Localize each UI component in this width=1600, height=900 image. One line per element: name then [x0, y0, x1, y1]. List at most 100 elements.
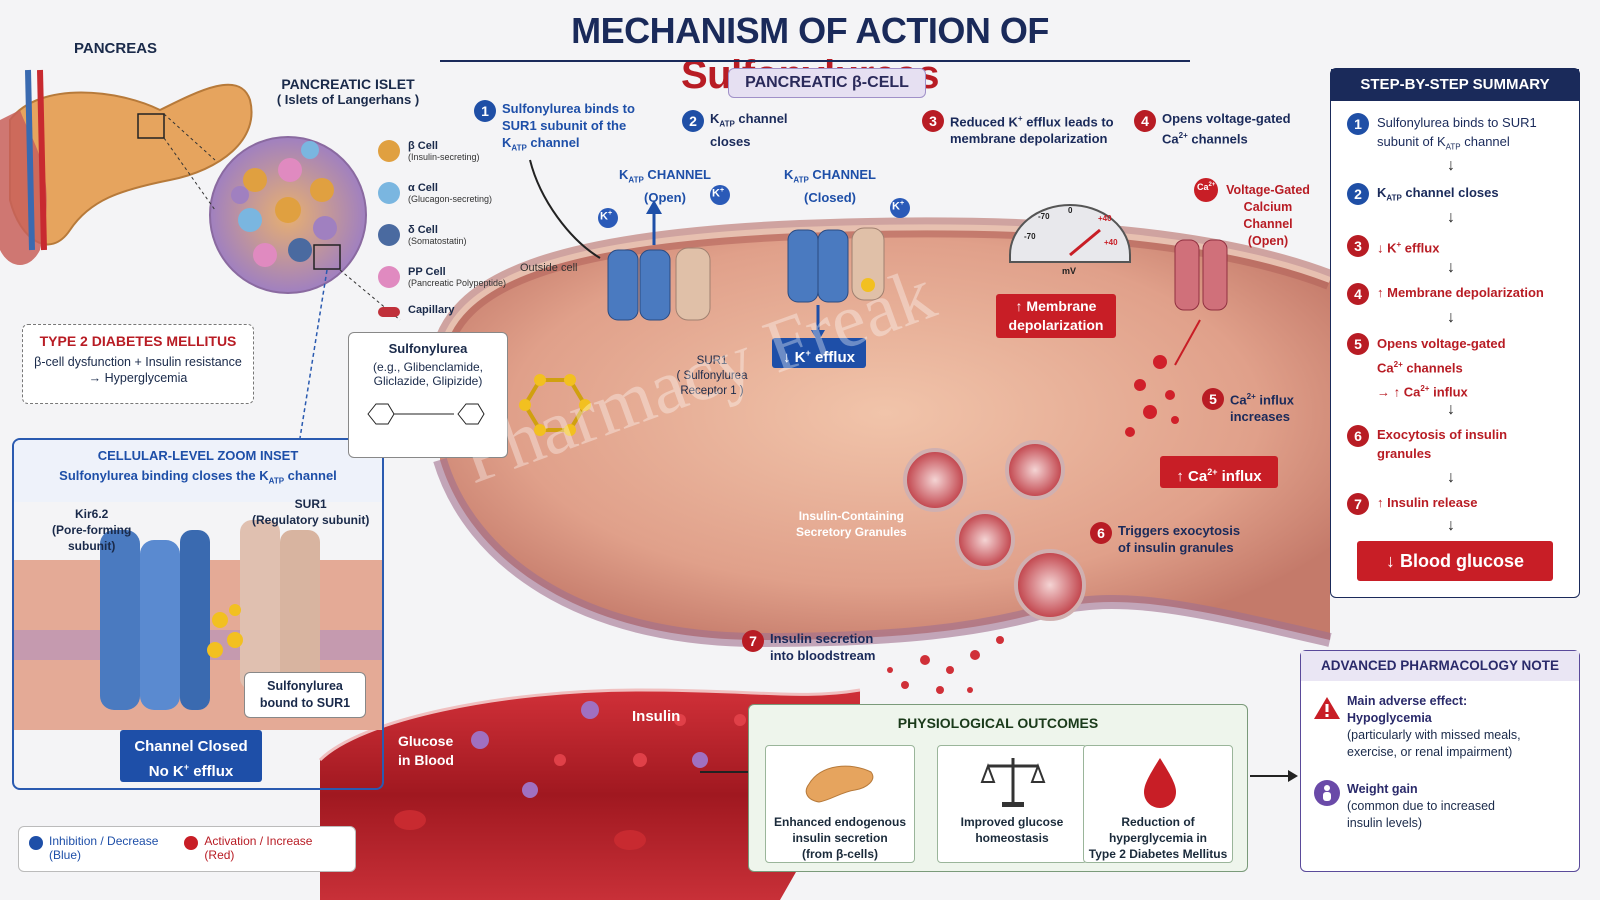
- summary-arrow-5: ↓: [1447, 401, 1455, 418]
- pancreas-icon: [805, 765, 874, 803]
- outcomes-title: PHYSIOLOGICAL OUTCOMES: [897, 715, 1099, 731]
- step-3: 3 Reduced K+ efflux leads to membrane de…: [922, 110, 1114, 147]
- granules-illustration: [903, 440, 1086, 621]
- sulfonylurea-ex1: (e.g., Glibenclamide,: [372, 360, 484, 374]
- islet-legend-delta: δ Cell(Somatostatin): [378, 224, 467, 246]
- outcomes-panel: PHYSIOLOGICAL OUTCOMES Enhanced endogeno…: [748, 704, 1248, 872]
- legend-inhibition: Inhibition / Decrease(Blue): [29, 834, 158, 864]
- step-2: 2 KATP channel closes: [682, 110, 788, 150]
- islet-legend-capillary: Capillary: [378, 304, 454, 317]
- insulin-label: Insulin: [632, 708, 681, 725]
- summary-step-2: 2 KATP channel closes: [1347, 183, 1499, 208]
- sur1-receptor-label: SUR1 ( Sulfonylurea Receptor 1 ): [676, 355, 748, 397]
- islet-legend-beta: β Cell(Insulin-secreting): [378, 140, 480, 162]
- zoom-inset: CELLULAR-LEVEL ZOOM INSET Sulfonylurea b…: [12, 438, 384, 790]
- islet-legend: β Cell(Insulin-secreting) α Cell(Glucago…: [378, 140, 518, 320]
- pancreas-illustration: [0, 69, 253, 265]
- k-ion-label-1: K+: [600, 210, 613, 223]
- summary-panel: STEP-BY-STEP SUMMARY 1 Sulfonylurea bind…: [1330, 68, 1580, 598]
- islet-illustration: [163, 113, 401, 439]
- summary-arrow-6: ↓: [1447, 469, 1455, 486]
- beta-cell-icon: [378, 140, 400, 162]
- pp-cell-icon: [378, 266, 400, 288]
- k-ion-label-2: K+: [712, 187, 725, 200]
- calcium-dots: [1125, 355, 1179, 437]
- vgcc-illustration: [1174, 178, 1228, 366]
- k-efflux-badge: ↓ K+ efflux: [772, 338, 866, 368]
- outside-cell-label: Outside cell: [520, 262, 578, 274]
- katp-open-channel-illustration: [598, 185, 730, 321]
- delta-cell-icon: [378, 224, 400, 246]
- granules-label: Insulin-Containing Secretory Granules: [796, 509, 907, 539]
- ca-influx-badge: ↑ Ca2+ influx: [1160, 456, 1278, 488]
- islet-legend-pp: PP Cell(Pancreatic Polypeptide): [378, 266, 506, 288]
- sulfonylurea-title: Sulfonylurea: [388, 341, 468, 356]
- summary-arrow-3: ↓: [1447, 259, 1455, 276]
- vgcc-label: Voltage-Gated Calcium Channel (Open): [1226, 183, 1310, 248]
- step-5-cell: 5 Ca2+ influx increases: [1202, 388, 1294, 425]
- blue-dot-icon: [29, 836, 43, 850]
- beta-cell-banner: PANCREATIC β-CELL: [728, 68, 926, 98]
- k-ion-label-3: K+: [892, 200, 905, 213]
- t2dm-line2: → Hyperglycemia: [88, 371, 188, 385]
- t2dm-box: TYPE 2 DIABETES MELLITUS β-cell dysfunct…: [22, 324, 254, 404]
- step-7-cell: 7 Insulin secretion into bloodstream: [742, 630, 875, 664]
- alpha-cell-icon: [378, 182, 400, 204]
- red-dot-icon: [184, 836, 199, 850]
- pharmacology-note: ADVANCED PHARMACOLOGY NOTE Main adverse …: [1300, 650, 1580, 872]
- islet-title-block: PANCREATIC ISLET ( Islets of Langerhans …: [268, 76, 428, 107]
- blood-glucose-badge: ↓ Blood glucose: [1357, 541, 1553, 581]
- sulfonylurea-structure-icon: [367, 403, 485, 425]
- insulin-release-dots: [887, 636, 1004, 694]
- vgcc-ion-label: Ca2+: [1197, 182, 1216, 192]
- sulfonylurea-ex2: Gliclazide, Glipizide): [373, 374, 483, 388]
- step-1: 1 Sulfonylurea binds to SUR1 subunit of …: [474, 100, 635, 157]
- katp-closed-channel-illustration: [787, 198, 910, 342]
- outcome-glucose-homeostasis: Improved glucose homeostasis: [937, 745, 1087, 863]
- summary-step-7: 7 ↑ Insulin release: [1347, 493, 1477, 515]
- legend-activation: Activation / Increase(Red): [184, 834, 312, 864]
- title-underline: [440, 60, 1190, 62]
- adverse-effect-block: Main adverse effect: Hypoglycemia (parti…: [1347, 694, 1521, 759]
- katp-open-label: KATP CHANNEL (Open): [619, 167, 711, 205]
- step-4: 4 Opens voltage-gated Ca2+ channels: [1134, 110, 1291, 147]
- summary-title: STEP-BY-STEP SUMMARY: [1331, 69, 1579, 101]
- summary-arrow-1: ↓: [1447, 157, 1455, 174]
- summary-arrow-4: ↓: [1447, 309, 1455, 326]
- islet-title: PANCREATIC ISLET: [281, 76, 415, 92]
- weight-gain-icon: [1314, 780, 1340, 806]
- sulfonylurea-molecule-illustration: [519, 374, 591, 436]
- depolarization-badge: ↑ Membrane depolarization: [996, 294, 1116, 338]
- weight-gain-block: Weight gain (common due to increased ins…: [1347, 782, 1495, 830]
- balance-scale-icon: [980, 758, 1046, 807]
- bound-label: Sulfonylurea bound to SUR1: [244, 672, 366, 718]
- glucose-label: Glucose in Blood: [398, 733, 454, 768]
- warning-icon: [1314, 697, 1340, 719]
- channel-closed-badge: Channel Closed No K+ efflux: [120, 730, 262, 782]
- katp-closed-label: KATP CHANNEL (Closed): [784, 167, 876, 205]
- summary-arrow-2: ↓: [1447, 209, 1455, 226]
- blood-vessel-illustration: [318, 688, 861, 900]
- blood-drop-icon: [1144, 758, 1176, 808]
- islet-legend-alpha: α Cell(Glucagon-secreting): [378, 182, 492, 204]
- outcome-insulin-secretion: Enhanced endogenous insulin secretion (f…: [765, 745, 915, 863]
- t2dm-title: TYPE 2 DIABETES MELLITUS: [39, 333, 237, 349]
- voltmeter-gauge-illustration: [1009, 204, 1131, 263]
- note-title: ADVANCED PHARMACOLOGY NOTE: [1301, 651, 1579, 681]
- capillary-icon: [378, 307, 400, 317]
- kir-label: Kir6.2 (Pore-forming subunit): [52, 507, 132, 553]
- sur-label: SUR1 (Regulatory subunit): [252, 497, 370, 527]
- step-6-cell: 6 Triggers exocytosis of insulin granule…: [1090, 522, 1240, 556]
- summary-step-3: 3 ↓ K+ efflux: [1347, 235, 1439, 257]
- gauge-labels: -70 0 +40 -70 +40 mV: [1024, 206, 1118, 276]
- islet-subtitle: ( Islets of Langerhans ): [276, 92, 420, 107]
- summary-arrow-7: ↓: [1447, 517, 1455, 534]
- pancreas-label: PANCREAS: [74, 40, 158, 57]
- zoom-subtitle: Sulfonylurea binding closes the KATP cha…: [59, 468, 337, 486]
- zoom-inset-header: CELLULAR-LEVEL ZOOM INSET Sulfonylurea b…: [14, 440, 382, 502]
- title-part1: MECHANISM OF ACTION OF: [571, 10, 1049, 51]
- color-legend: Inhibition / Decrease(Blue) Activation /…: [18, 826, 356, 872]
- t2dm-line1: β-cell dysfunction + Insulin resistance: [34, 355, 242, 369]
